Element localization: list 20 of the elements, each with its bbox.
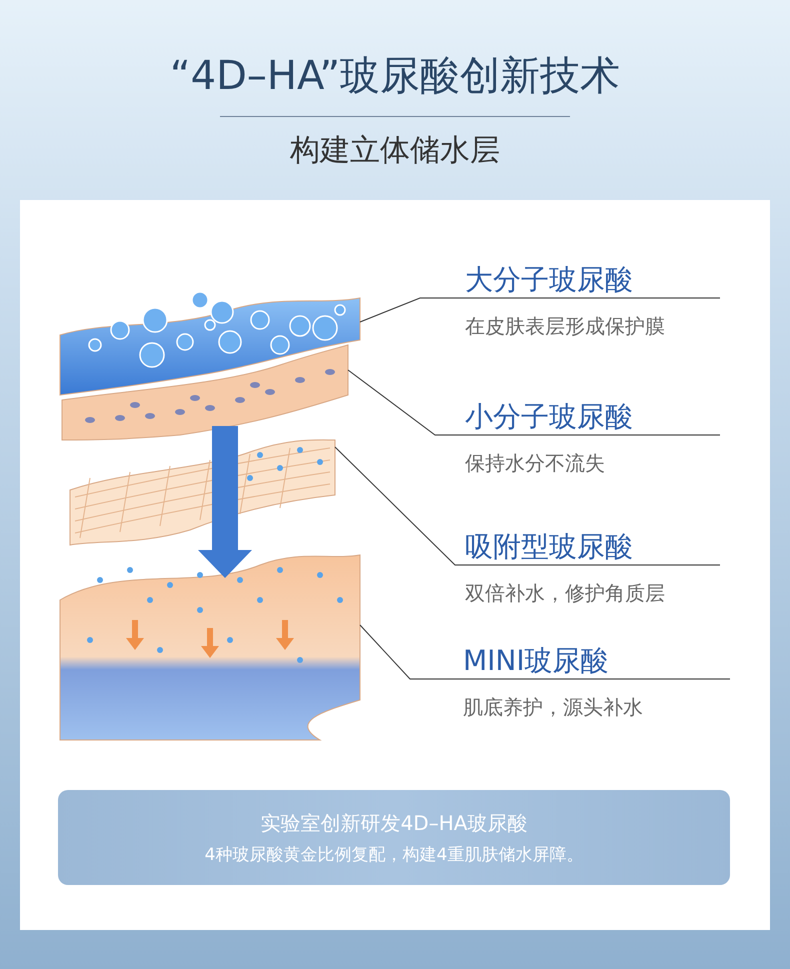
callout-description: 在皮肤表层形成保护膜: [465, 313, 666, 340]
epidermis-layer: [62, 344, 348, 440]
leader-line: [348, 370, 720, 436]
skin-block: [60, 554, 360, 740]
leader-line: [360, 298, 720, 322]
callout-heading: 小分子玻尿酸: [465, 399, 634, 435]
subtitle: 构建立体储水层: [289, 132, 501, 170]
callout-heading: MINI玻尿酸: [463, 643, 610, 679]
info-box: [58, 790, 730, 885]
title: “4D–HA”玻尿酸创新技术: [168, 52, 622, 101]
callout-heading: 吸附型玻尿酸: [465, 529, 634, 565]
leader-line: [360, 624, 730, 680]
callout-description: 双倍补水，修护角质层: [465, 580, 666, 607]
info-text: 实验室创新研发4D–HA玻尿酸: [260, 810, 528, 836]
arrow: [198, 426, 252, 578]
callout-description: 保持水分不流失: [465, 450, 606, 477]
callout-heading: 大分子玻尿酸: [465, 262, 634, 298]
info-text: 4种玻尿酸黄金比例复配，构建4重肌肤储水屏障。: [204, 844, 584, 866]
leader-line: [334, 446, 720, 566]
callout-description: 肌底养护，源头补水: [463, 694, 644, 721]
